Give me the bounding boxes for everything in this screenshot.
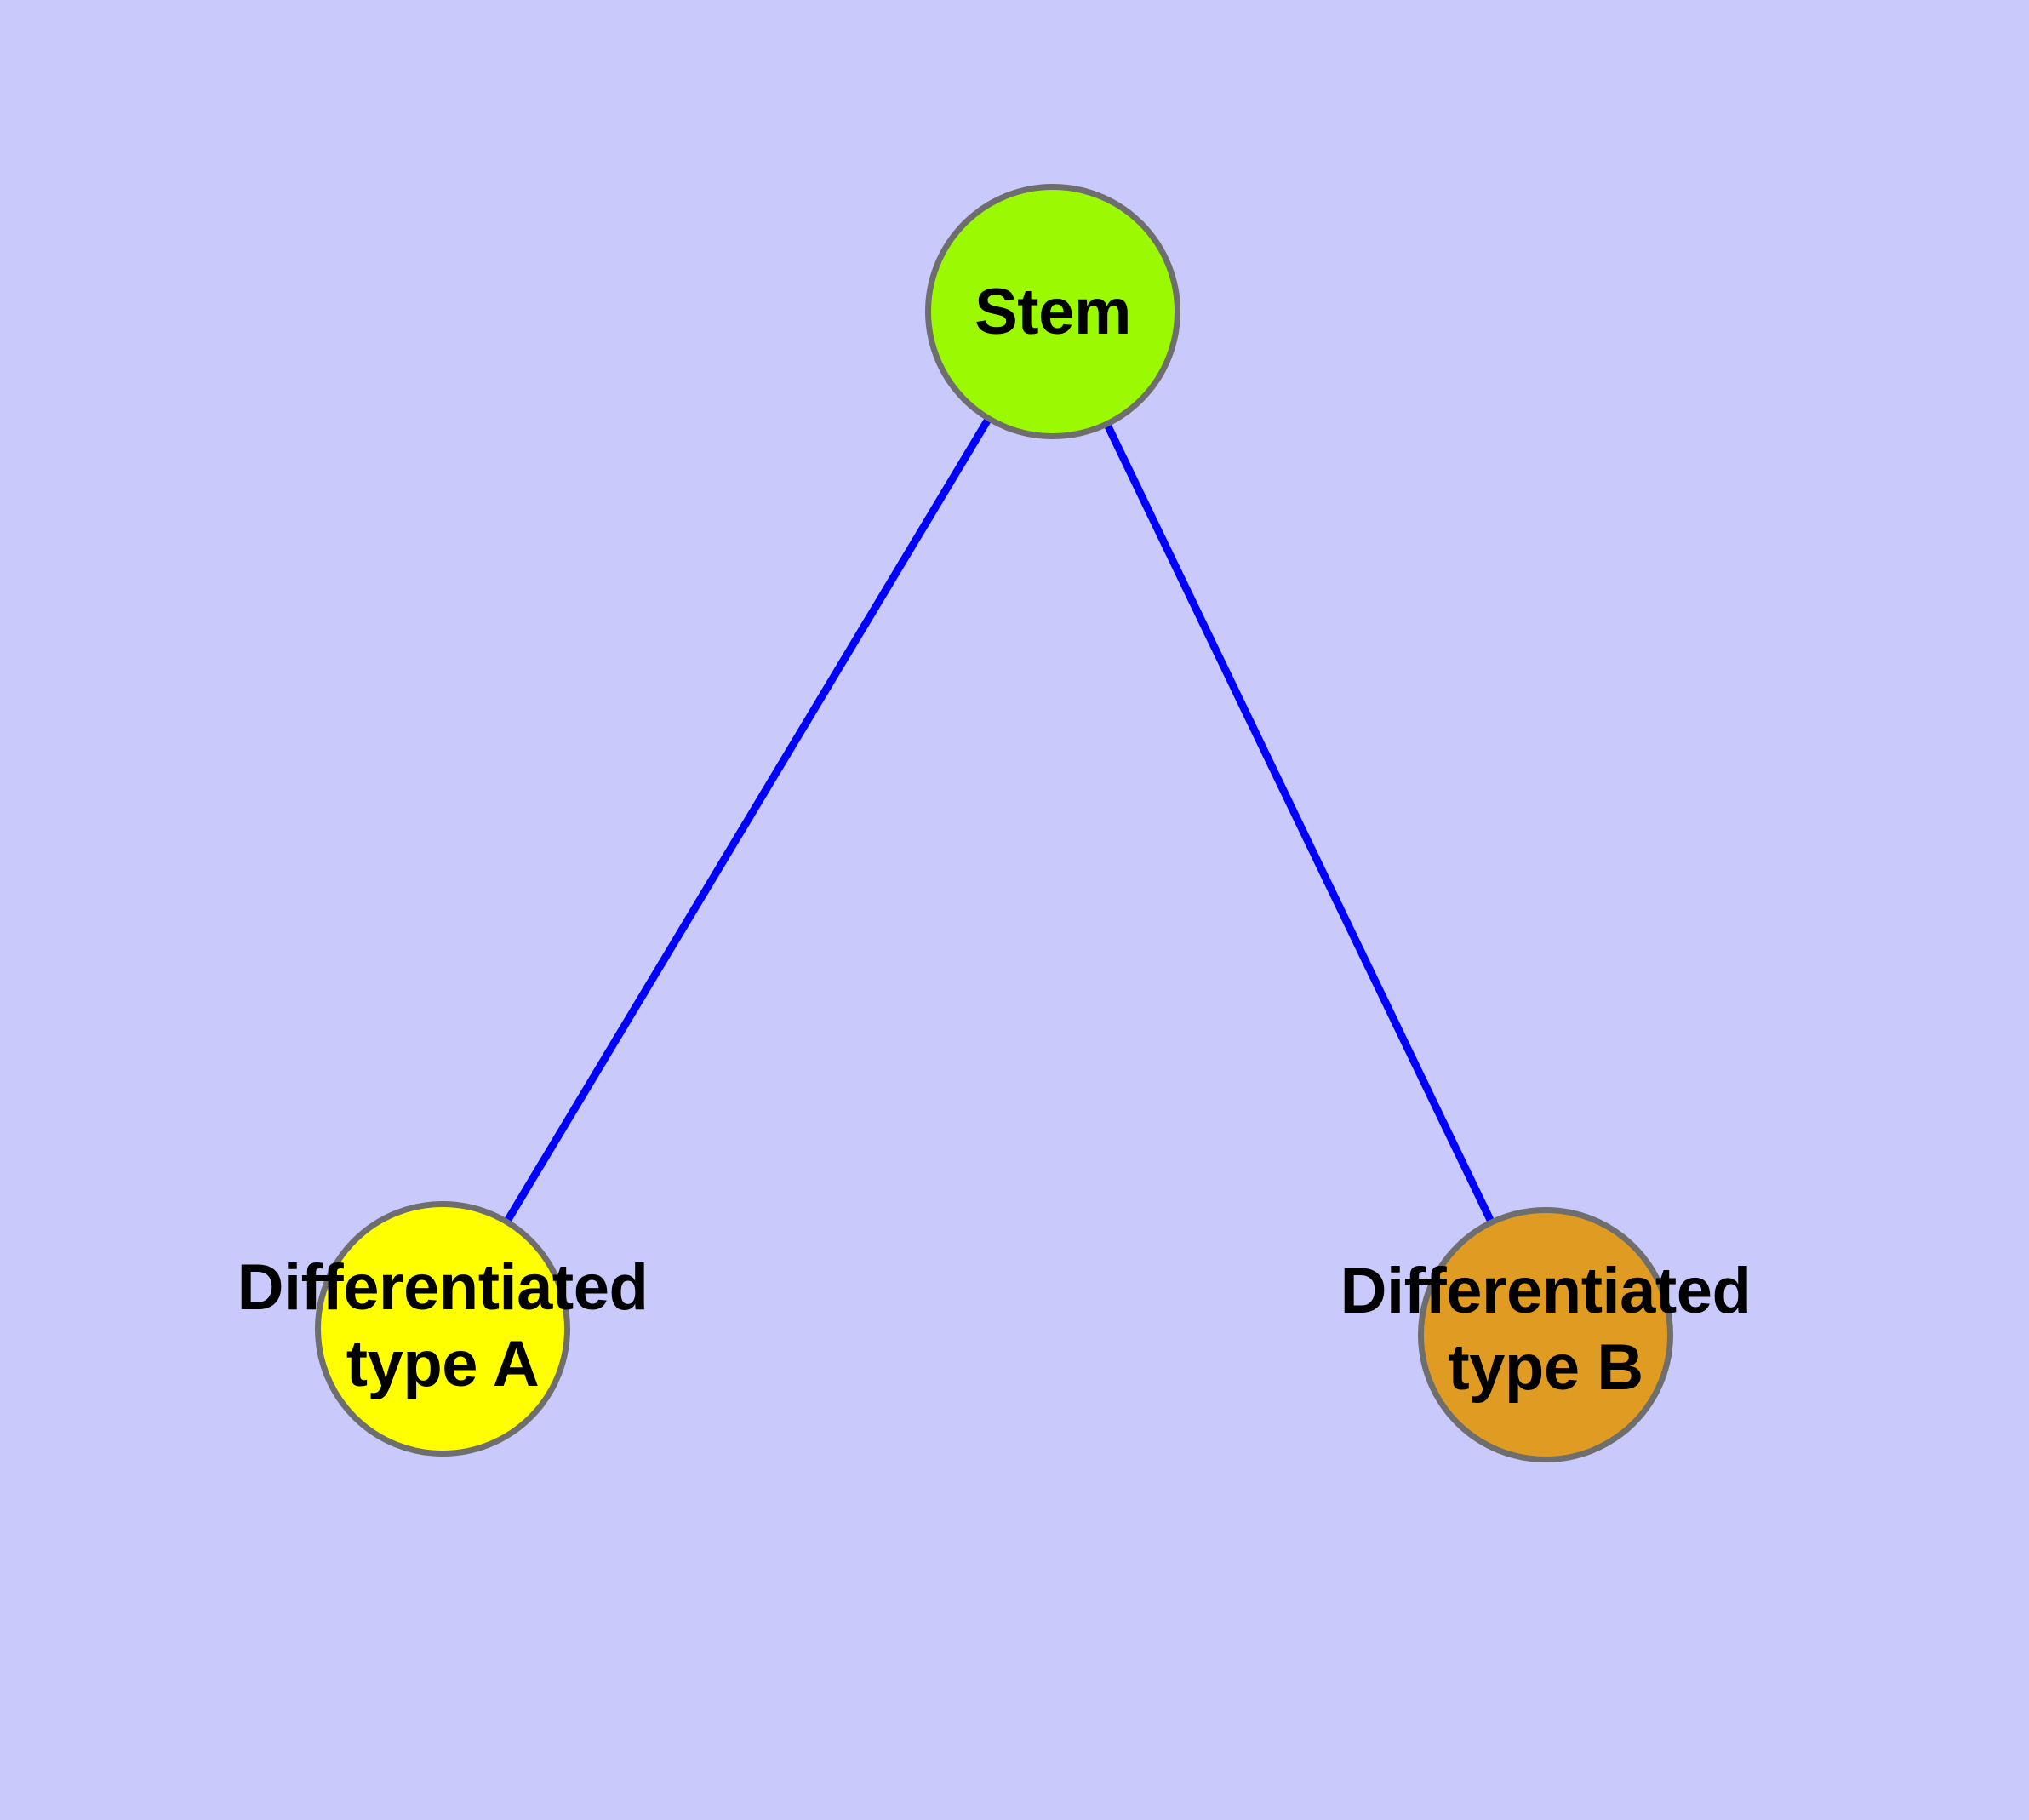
node-diff_b[interactable] bbox=[1418, 1207, 1673, 1462]
edge-stem-to-a[interactable] bbox=[502, 415, 993, 1226]
edges-group bbox=[502, 415, 1496, 1227]
node-stem[interactable] bbox=[925, 184, 1180, 439]
node-diff_a[interactable] bbox=[315, 1201, 570, 1457]
edge-stem-to-b[interactable] bbox=[1102, 420, 1496, 1227]
nodes-group bbox=[315, 184, 1673, 1462]
